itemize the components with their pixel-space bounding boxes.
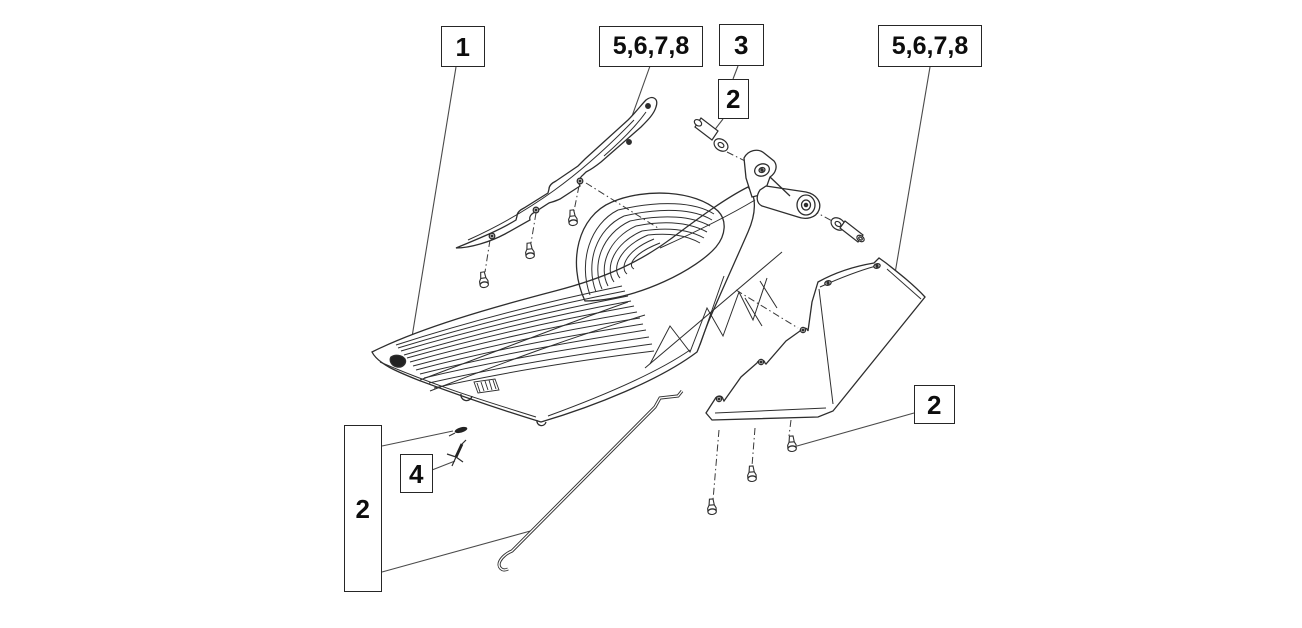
seat-underside-ribs [644,251,783,369]
callout-leader-lines [381,65,931,573]
seat-latch-detail [389,354,407,368]
collar-bolt-top-left [693,117,729,152]
callout-2-right[interactable]: 2 [914,385,955,424]
callout-2-left-label: 2 [355,493,371,524]
right-side-panel-drawing [705,257,926,421]
left-side-panel-drawing [455,96,658,249]
callout-5-6-7-8-right-label: 5,6,7,8 [891,31,969,60]
callout-4[interactable]: 4 [400,454,433,493]
callout-5-6-7-8-right[interactable]: 5,6,7,8 [878,25,982,67]
seat-bumper [536,419,547,427]
rear-bracket-drawing [743,149,821,219]
collar-bolt-right [830,217,865,243]
callout-3[interactable]: 3 [719,24,764,66]
grip-pad [473,378,500,394]
callout-2-left[interactable]: 2 [344,425,382,592]
callout-5-6-7-8-left-label: 5,6,7,8 [612,32,690,60]
seat-retaining-rod [497,390,684,572]
callout-2-top-label: 2 [726,84,741,114]
callout-5-6-7-8-left[interactable]: 5,6,7,8 [599,26,703,67]
callout-3-label: 3 [734,30,749,60]
seat-bumper [460,393,473,402]
seat-drawing [371,186,783,427]
callout-2-right-label: 2 [927,389,942,420]
callout-4-label: 4 [409,458,424,489]
panel-fastener-dot [645,103,651,109]
callout-2-top[interactable]: 2 [718,79,749,119]
callout-1[interactable]: 1 [441,26,485,67]
seat-hook-part [446,439,467,467]
pin-part [448,426,468,437]
callout-1-label: 1 [455,31,471,62]
panel-fastener-dot [626,139,632,145]
